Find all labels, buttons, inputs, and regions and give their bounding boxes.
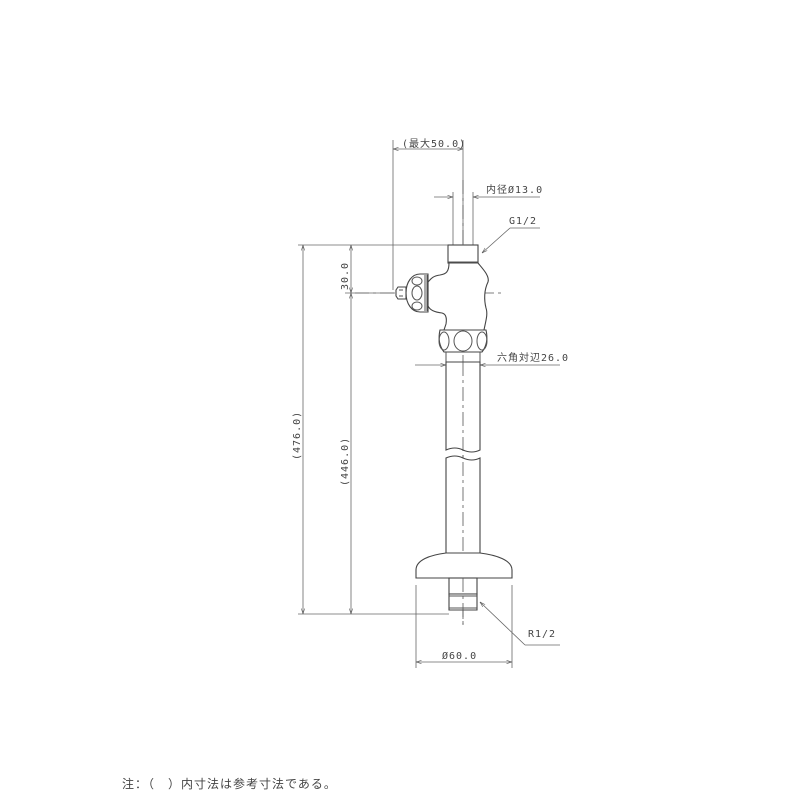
footnote: 注：（ ）内寸法は参考寸法である。 [122,777,337,791]
valve-handle [395,273,429,313]
top-thread-callout: G1/2 [482,216,540,253]
flange-diameter-label: Ø60.0 [442,650,477,662]
hex-label: 六角対辺26.0 [497,351,569,364]
bottom-thread-label: R1/2 [528,629,556,640]
max-width-dimension: (最大50.0) [392,137,466,290]
pipe [445,361,481,557]
hex-dimension: 六角対辺26.0 [415,351,569,365]
flange-diameter-dimension: Ø60.0 [415,585,513,668]
inner-diameter-label: 内径Ø13.0 [486,183,543,196]
height-dimensions: (476.0) 30.0 (446.0) [292,244,449,615]
top-thread-label: G1/2 [509,216,537,227]
total-height-label: (476.0) [292,411,303,460]
flange [415,552,513,579]
bottom-thread [448,577,478,625]
offset-label: 30.0 [340,262,351,290]
max-width-label: (最大50.0) [402,137,466,150]
inner-height-label: (446.0) [340,437,351,486]
valve-body [427,244,489,362]
inner-diameter-dimension: 内径Ø13.0 [434,183,543,248]
bottom-thread-callout: R1/2 [480,602,560,646]
